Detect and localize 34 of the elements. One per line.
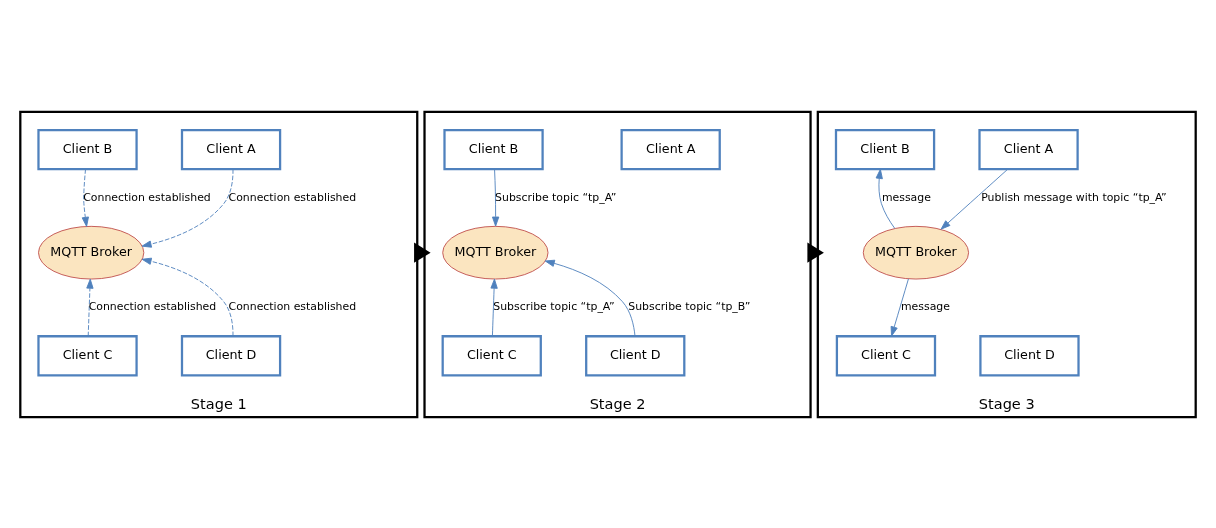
edge-label: Subscribe topic “tp_A”	[493, 299, 615, 313]
node-box: Client B	[37, 128, 138, 170]
arrow	[940, 168, 1009, 230]
node-box: Client C	[835, 334, 937, 376]
arrow	[81, 168, 89, 227]
edge-label: Subscribe topic “tp_B”	[628, 299, 751, 313]
node-box: Client C	[37, 334, 138, 376]
node-box: Client B	[834, 128, 936, 170]
node-box: Client A	[978, 128, 1079, 170]
edge-label: Connection established	[228, 190, 357, 204]
node-box: Client A	[620, 128, 721, 170]
node-box: Client B	[443, 128, 544, 170]
edge-label: Connection established	[83, 190, 211, 204]
edge-label: Publish message with topic “tp_A”	[981, 190, 1167, 204]
arrow	[544, 259, 636, 337]
arrow	[141, 257, 234, 336]
node-box: Client A	[180, 128, 282, 170]
arrow	[492, 168, 500, 227]
node-box: Client D	[979, 334, 1080, 376]
arrow	[86, 278, 94, 336]
node-ellipse: MQTT Broker	[38, 225, 145, 279]
arrow	[490, 278, 498, 336]
node-ellipse: MQTT Broker	[442, 225, 549, 279]
arrow	[875, 168, 896, 229]
edge-label: Connection established	[228, 299, 357, 313]
node-box: Client D	[180, 334, 282, 376]
node-box: Client C	[441, 334, 542, 376]
edge-label: Connection established	[88, 299, 217, 313]
node-ellipse: MQTT Broker	[862, 225, 970, 279]
edge-label: message	[881, 190, 931, 204]
node-box: Client D	[585, 334, 686, 376]
arrow	[141, 168, 234, 248]
arrow	[890, 277, 909, 336]
edge-label: message	[900, 299, 950, 313]
